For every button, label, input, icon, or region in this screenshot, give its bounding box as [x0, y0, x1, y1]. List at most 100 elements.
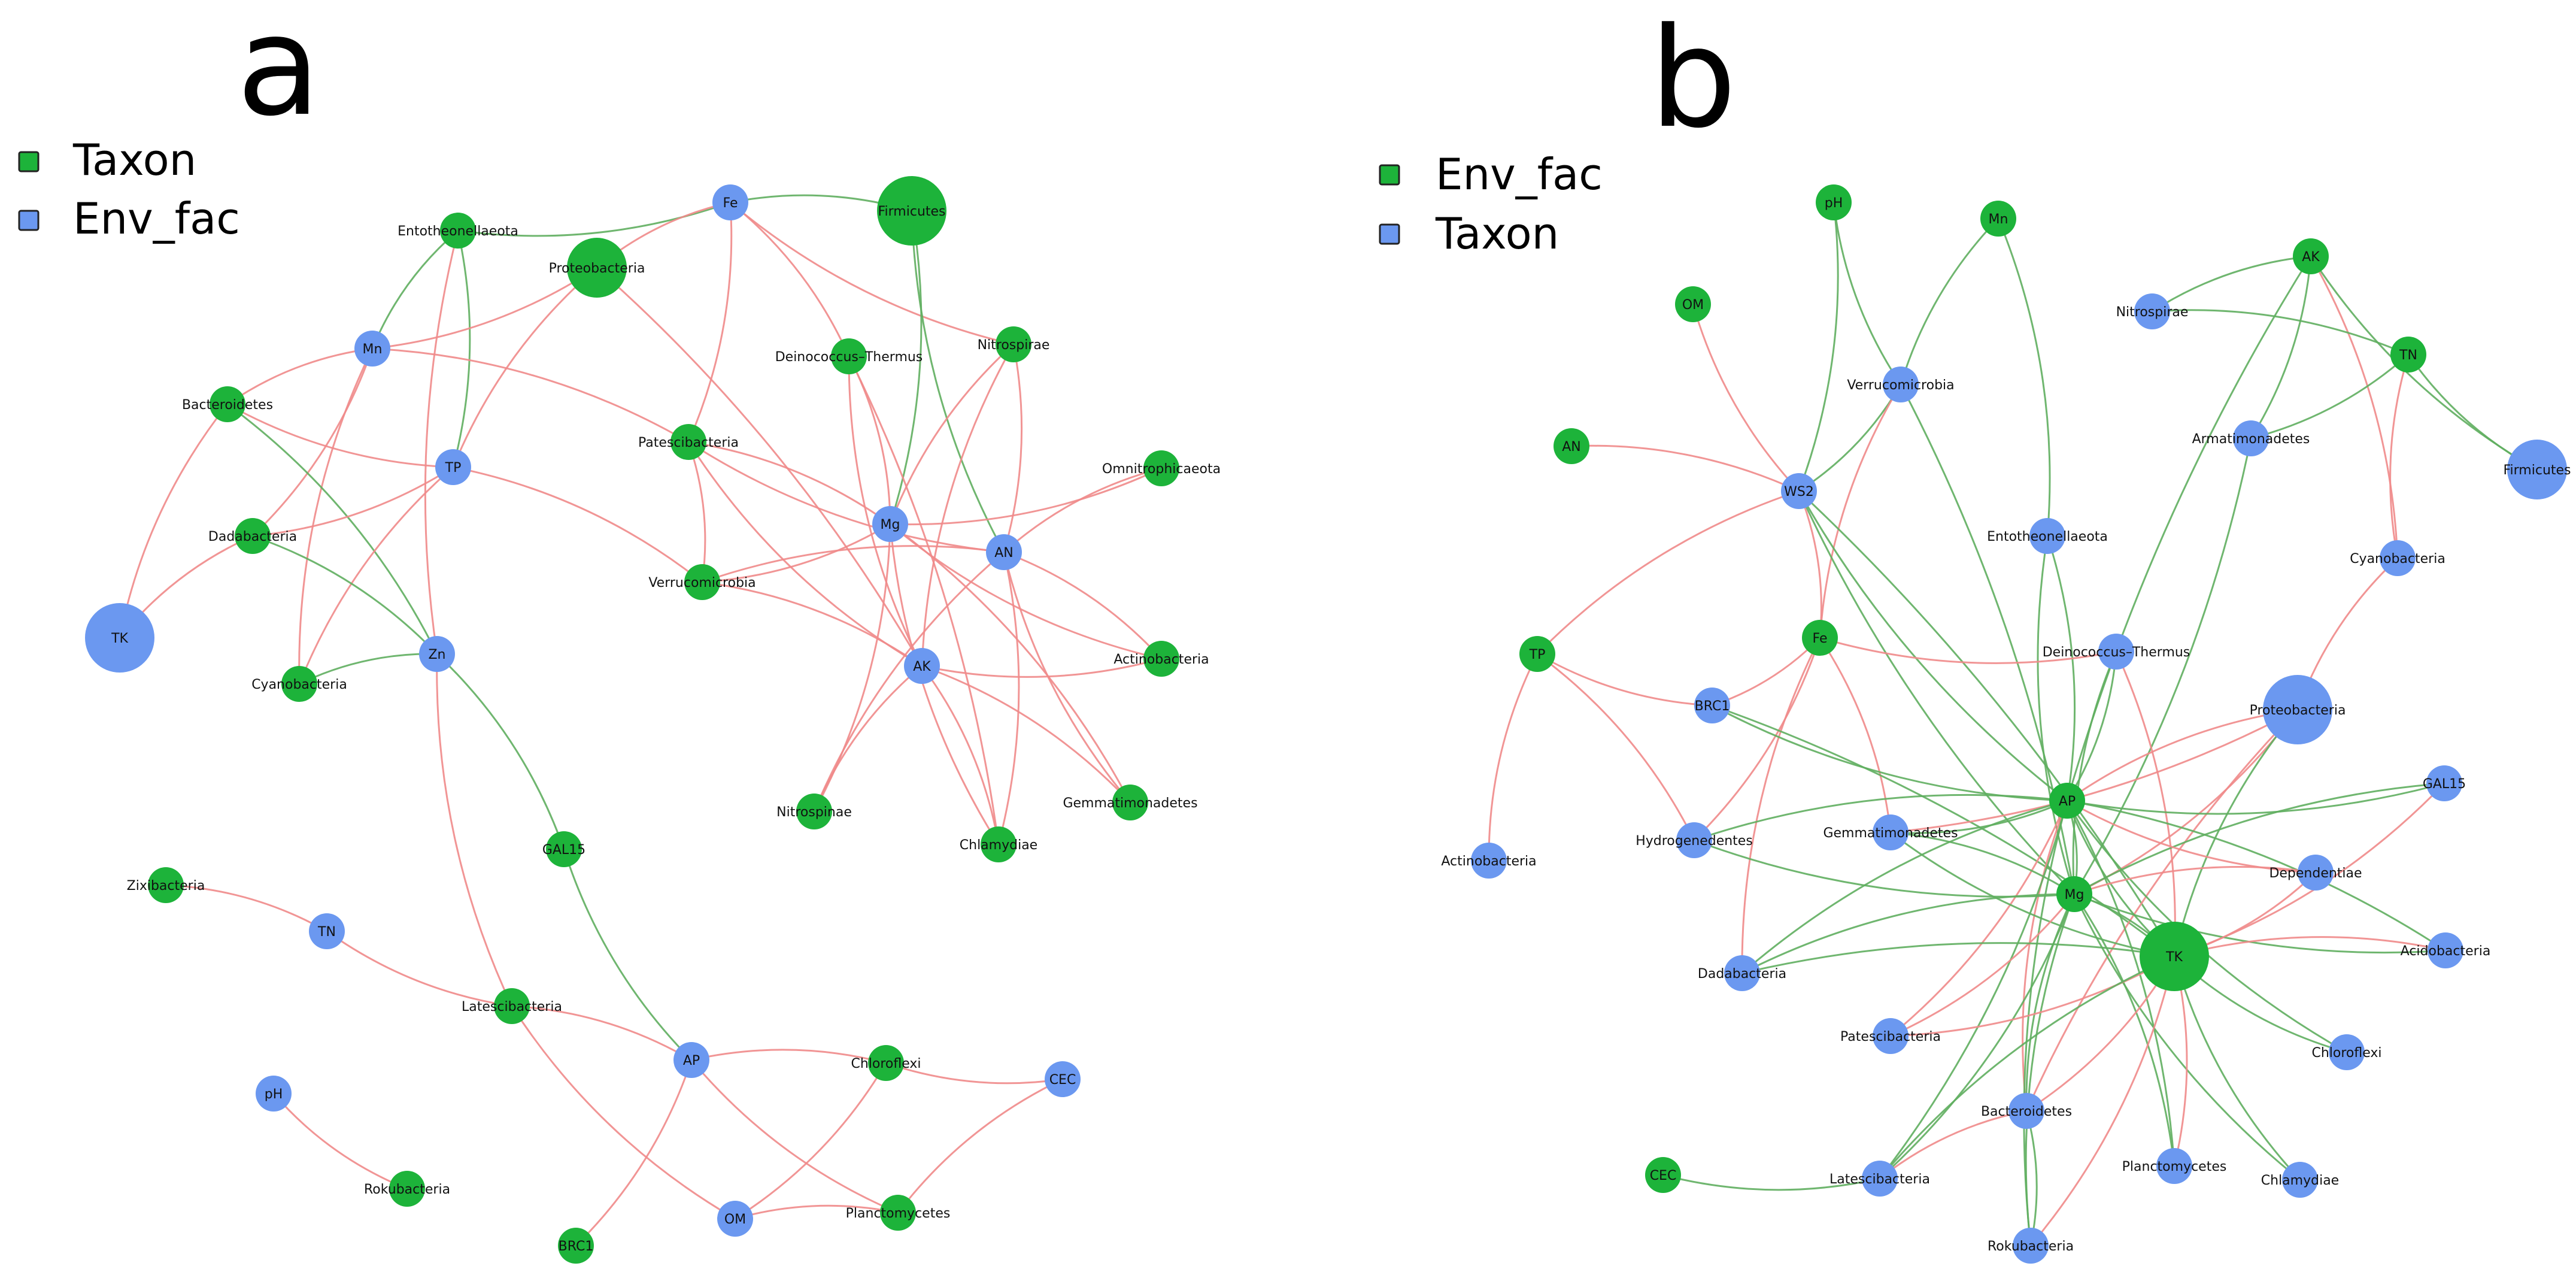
panel-a-edge — [227, 347, 373, 405]
panel-b-node-label: Fe — [1813, 631, 1828, 646]
panel-a-edge — [813, 551, 1005, 812]
panel-b-node: AN — [1554, 428, 1589, 464]
panel-a-edge — [252, 466, 454, 537]
panel-b-edge — [1537, 653, 1695, 841]
panel-b-node: Acidobacteria — [2401, 932, 2490, 968]
panel-a-edge — [911, 210, 1005, 553]
panel-a-node-circle — [880, 1195, 916, 1231]
panel-a-node: AK — [904, 648, 940, 684]
panel-a-edge — [1003, 344, 1023, 553]
panel-b-node: Verrucomicrobia — [1847, 367, 1955, 402]
panel-b-node-circle — [1883, 367, 1919, 402]
panel-b-node-circle — [2428, 932, 2463, 968]
panel-a-edge — [690, 1059, 899, 1214]
panel-a-node-label: Firmicutes — [878, 204, 945, 219]
panel-b-node: Dadabacteria — [1698, 955, 1786, 991]
panel-a-node: Mn — [354, 331, 390, 367]
panel-a-edge — [735, 1062, 887, 1220]
panel-a-edge — [452, 230, 471, 468]
panel-a-edge — [1003, 552, 1131, 803]
panel-b-node-label: Dependentiae — [2269, 866, 2362, 881]
panel-b-edge — [2067, 782, 2445, 815]
panel-a-node: Fe — [712, 184, 748, 220]
panel-a-edge — [1003, 467, 1162, 553]
panel-b-edge — [1741, 893, 2075, 974]
panel-b-node-circle — [2049, 783, 2085, 819]
panel-b-node-circle — [2426, 765, 2462, 801]
panel-b-edge — [1900, 217, 1999, 385]
panel-b-edge — [2174, 936, 2446, 958]
panel-b-node-label: Mg — [2065, 888, 2085, 903]
panel-b-node-label: TK — [2165, 950, 2183, 965]
panel-b-edge — [1798, 490, 2068, 802]
panel-a-node: AN — [986, 534, 1022, 570]
panel-b-node-circle — [1816, 184, 1852, 220]
panel-b-node-label: Planctomycetes — [2122, 1159, 2227, 1174]
panel-b-node-circle — [1675, 286, 1711, 322]
panel-b-node: TN — [2390, 337, 2426, 373]
panel-a-node-circle — [546, 831, 582, 867]
panel-a-node: TK — [85, 603, 154, 673]
panel-b-node-circle — [2098, 634, 2134, 670]
panel-a-legend-swatch-2 — [18, 210, 40, 231]
panel-b-edge — [1662, 1174, 1880, 1191]
panel-b-edge — [2025, 894, 2076, 1246]
panel-a-edge — [1003, 551, 1163, 660]
panel-b-edge — [1879, 955, 2175, 1179]
panel-b-edge — [1536, 490, 1800, 655]
panel-b-edge — [2067, 799, 2316, 874]
panel-b-edge — [1694, 794, 2068, 841]
panel-b-legend: Env_fac Taxon — [1379, 149, 1603, 259]
panel-a-edge — [702, 545, 1005, 583]
panel-b-edge — [2152, 309, 2409, 356]
panel-b-node: Bacteroidetes — [1981, 1093, 2072, 1129]
panel-a-node-circle — [558, 1228, 594, 1264]
panel-a-node-circle — [1143, 641, 1179, 677]
panel-a-node-circle — [148, 867, 184, 903]
panel-b-node: TP — [1519, 636, 1555, 672]
panel-a-node: Verrucomicrobia — [648, 564, 756, 600]
panel-a-node: Deinococcus–Thermus — [775, 338, 923, 374]
panel-b-legend-label-2: Taxon — [1435, 208, 1559, 259]
panel-b-edge — [1798, 384, 1902, 492]
panel-a-node: Nitrospinae — [776, 794, 852, 829]
panel-b-node: Mn — [1980, 201, 2016, 237]
panel-a-node: OM — [717, 1201, 753, 1237]
panel-b-edge — [1900, 384, 2076, 895]
panel-b-node-circle — [1724, 955, 1760, 991]
panel-a-edge — [457, 201, 731, 237]
panel-b-node-label: Cyanobacteria — [2350, 552, 2445, 567]
panel-b-node: Rokubacteria — [1988, 1228, 2074, 1264]
panel-a-node-label: Mg — [881, 517, 900, 532]
panel-a-node: Proteobacteria — [549, 238, 645, 298]
panel-a-edge — [687, 202, 733, 443]
panel-b-node: Mg — [2056, 876, 2092, 912]
panel-b-node-label: Dadabacteria — [1698, 967, 1786, 982]
panel-a-edge — [921, 665, 1000, 845]
panel-a-edge — [298, 466, 454, 685]
panel-b-node-label: Armatimonadetes — [2192, 432, 2310, 447]
panel-a-node-circle — [796, 794, 832, 829]
panel-b-edge — [1890, 799, 2068, 834]
panel-a-node-label: Chloroflexi — [851, 1056, 921, 1071]
panel-a-edge — [372, 347, 689, 443]
panel-a-node-label: Mn — [363, 342, 383, 357]
panel-b-legend-swatch-2 — [1379, 223, 1400, 245]
panel-a-node: Mg — [872, 506, 908, 542]
panel-a-node-label: Verrucomicrobia — [648, 576, 755, 590]
panel-a-node-circle — [1045, 1061, 1081, 1097]
panel-b-edge — [2025, 708, 2299, 1112]
panel-a-node: Bacteroidetes — [182, 386, 273, 422]
panel-b-node-circle — [2380, 540, 2416, 576]
panel-b-node-circle — [2293, 238, 2329, 274]
panel-a-node: TN — [309, 913, 345, 949]
panel-a-edge — [227, 403, 454, 468]
panel-b-node: pH — [1816, 184, 1852, 220]
panel-a-node: pH — [256, 1076, 292, 1112]
panel-b-node-label: Gemmatimonadetes — [1823, 826, 1958, 841]
panel-b-node-circle — [1862, 1161, 1898, 1197]
panel-b-edge — [2074, 782, 2445, 895]
panel-a-edge — [813, 665, 923, 812]
panel-a-node-circle — [904, 648, 940, 684]
panel-b-node-circle — [2008, 1093, 2044, 1129]
